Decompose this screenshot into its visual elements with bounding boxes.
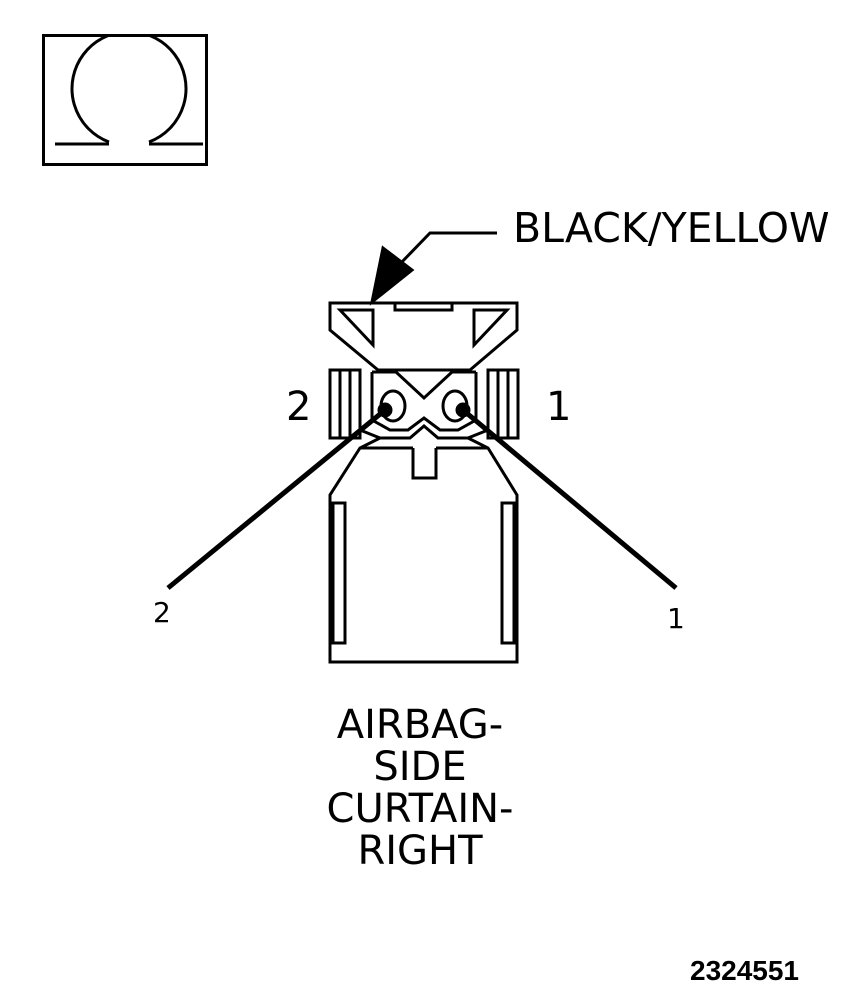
ohm-symbol-box (42, 34, 208, 166)
connector-title: AIRBAG- SIDE CURTAIN- RIGHT (240, 704, 600, 872)
cavity-label-2: 2 (286, 384, 312, 430)
right-latch (486, 368, 520, 440)
ohm-icon (55, 37, 203, 146)
title-line: SIDE (373, 744, 467, 790)
connector-top-housing (328, 301, 519, 372)
title-line: RIGHT (357, 828, 483, 874)
housing-left-notch (336, 308, 375, 349)
connector-body (328, 436, 519, 664)
wire-label-1: 1 (667, 602, 685, 635)
housing-right-notch (472, 308, 511, 349)
title-line: CURTAIN- (326, 786, 514, 832)
color-leader-arrow (369, 245, 415, 306)
wire-1-pointer (461, 408, 678, 590)
wire-label-2: 2 (153, 596, 171, 629)
color-leader-line (396, 231, 497, 268)
title-line: AIRBAG- (336, 702, 504, 748)
figure-id: 2324551 (690, 955, 800, 986)
cavity-face (358, 370, 490, 440)
left-latch (328, 368, 362, 440)
cavity-label-1: 1 (546, 384, 572, 430)
wire-2-pointer (166, 408, 387, 590)
wire-color-label: BLACK/YELLOW (513, 204, 830, 252)
